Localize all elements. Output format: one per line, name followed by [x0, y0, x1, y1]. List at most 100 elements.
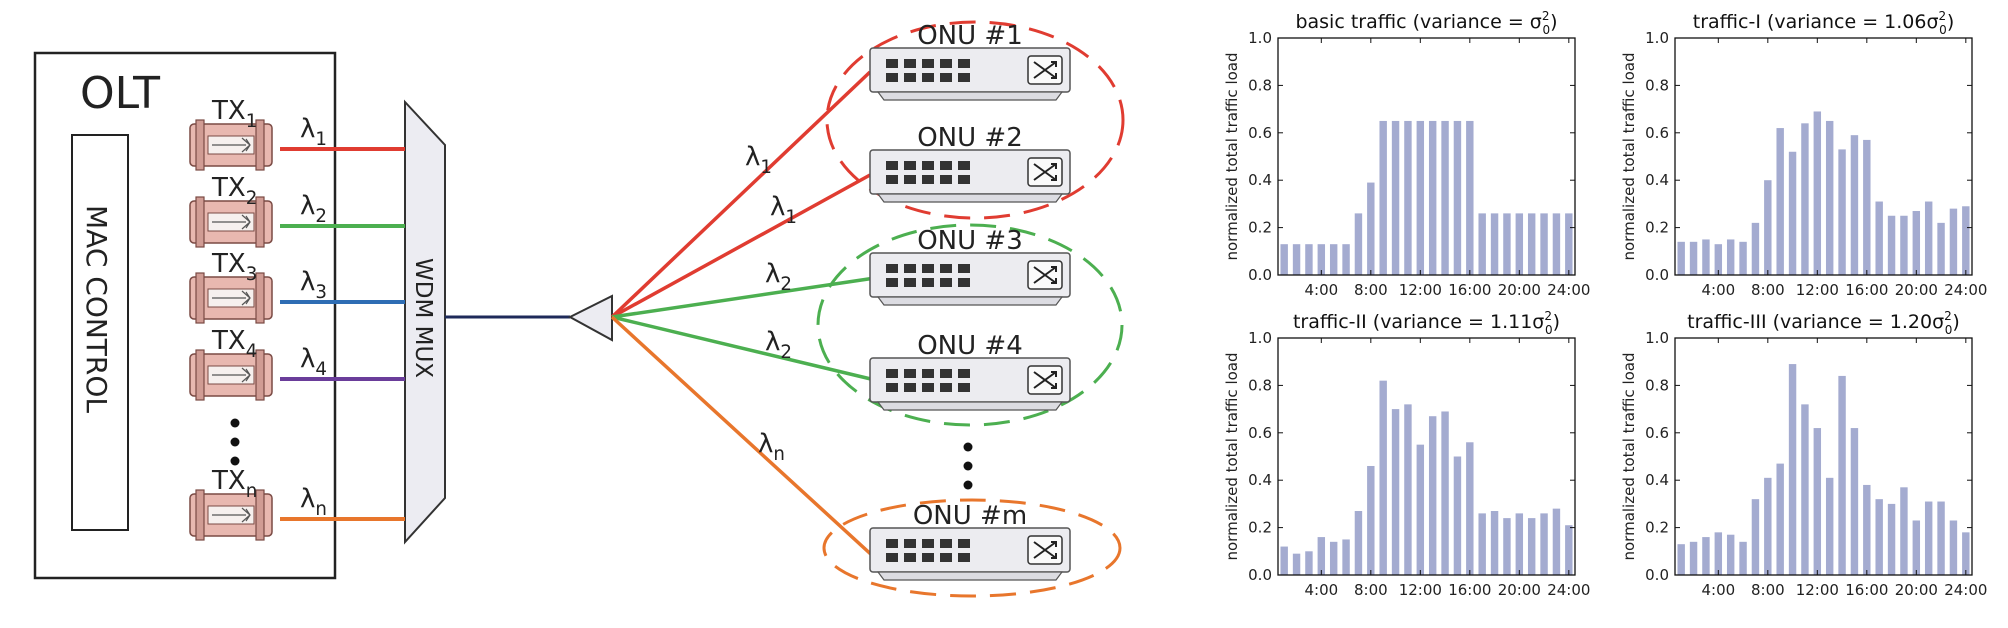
y-tick-label: 0.0 [1248, 566, 1272, 584]
bar [1751, 499, 1760, 575]
bar [1441, 120, 1449, 275]
bar [1900, 487, 1908, 575]
y-tick-label: 0.4 [1248, 471, 1272, 489]
tx-wavelength-label: λ1 [300, 114, 327, 150]
fiber-2: λ1 [611, 173, 871, 319]
bar [1280, 546, 1288, 575]
bar [1329, 541, 1338, 575]
y-tick-label: 1.0 [1248, 29, 1272, 47]
bar [1565, 213, 1573, 275]
y-tick-label: 0.8 [1248, 376, 1272, 394]
tx-label: TX4 [211, 326, 257, 362]
laser-module-icon [189, 272, 273, 324]
bar [1788, 364, 1797, 575]
y-tick-label: 0.6 [1645, 424, 1669, 442]
x-tick-label: 4:00 [1304, 281, 1338, 299]
bar [1354, 213, 1363, 275]
bar [1391, 120, 1400, 275]
bar [1503, 213, 1511, 275]
bar [1689, 241, 1698, 275]
onu-switch-icon [869, 527, 1071, 581]
onu-switch-icon [869, 47, 1071, 101]
onu-label: ONU #4 [917, 331, 1023, 361]
bar [1503, 518, 1511, 575]
wdm-mux-label: WDM MUX [410, 258, 436, 378]
plot-frame [1674, 37, 1973, 276]
bar [1466, 120, 1474, 275]
laser-module-icon [189, 489, 273, 541]
x-tick-label: 24:00 [1944, 281, 1987, 299]
x-tick-label: 4:00 [1304, 581, 1338, 599]
bar [1751, 222, 1760, 275]
bar [1379, 120, 1387, 275]
bar [1825, 477, 1834, 575]
onu-switch-icon [869, 252, 1071, 306]
bar [1801, 123, 1809, 275]
x-tick-label: 12:00 [1399, 281, 1442, 299]
y-tick-label: 1.0 [1645, 29, 1669, 47]
x-tick-label: 8:00 [1354, 581, 1388, 599]
bar [1887, 215, 1896, 275]
bar [1900, 215, 1908, 275]
bar [1838, 375, 1846, 575]
onu-1: ONU #1 [869, 21, 1071, 101]
mac-control-box [71, 134, 129, 531]
fiber-line [611, 173, 871, 319]
y-tick-label: 0.2 [1248, 219, 1272, 237]
bar [1863, 139, 1871, 275]
olt-box [33, 51, 337, 580]
y-tick-label: 0.4 [1248, 171, 1272, 189]
x-tick-label: 16:00 [1448, 281, 1491, 299]
y-tick-label: 0.2 [1645, 219, 1669, 237]
tx-label: TX1 [211, 96, 257, 132]
bar [1801, 404, 1809, 575]
bar [1875, 499, 1883, 575]
onu-label: ONU #1 [917, 21, 1023, 51]
onu-switch-icon [869, 357, 1071, 411]
splitter [567, 294, 613, 342]
y-tick-label: 0.4 [1645, 471, 1669, 489]
bar [1552, 508, 1561, 575]
x-tick-label: 24:00 [1547, 281, 1590, 299]
onu-3: ONU #3 [869, 226, 1071, 306]
fiber-5: λn [610, 315, 877, 560]
bar [1490, 213, 1499, 275]
bar [1292, 553, 1301, 575]
bar [1317, 537, 1326, 575]
bar [1367, 182, 1375, 275]
fiber-line [610, 315, 877, 560]
wdm-mux [404, 99, 446, 545]
onu-group-red [825, 20, 1125, 220]
bar [1887, 503, 1896, 575]
x-tick-label: 20:00 [1895, 581, 1938, 599]
bar [1416, 444, 1425, 575]
fiber-line [610, 70, 872, 319]
x-tick-label: 8:00 [1354, 281, 1388, 299]
onu-switch-icon [869, 149, 1071, 203]
bar [1466, 442, 1474, 575]
plot-frame [1277, 337, 1576, 576]
bar [1813, 111, 1822, 275]
bar [1702, 537, 1710, 575]
y-tick-label: 0.2 [1248, 519, 1272, 537]
olt-title: OLT [80, 68, 160, 119]
bar [1764, 180, 1772, 275]
bar [1924, 501, 1933, 575]
y-tick-label: 0.0 [1248, 266, 1272, 284]
y-tick-label: 1.0 [1645, 329, 1669, 347]
bar [1962, 206, 1970, 275]
y-tick-label: 0.6 [1248, 124, 1272, 142]
y-tick-label: 1.0 [1248, 329, 1272, 347]
bar [1527, 518, 1536, 575]
bar [1776, 463, 1784, 575]
bar [1776, 128, 1784, 275]
tx-label: TX2 [211, 173, 257, 209]
bar [1714, 532, 1723, 575]
